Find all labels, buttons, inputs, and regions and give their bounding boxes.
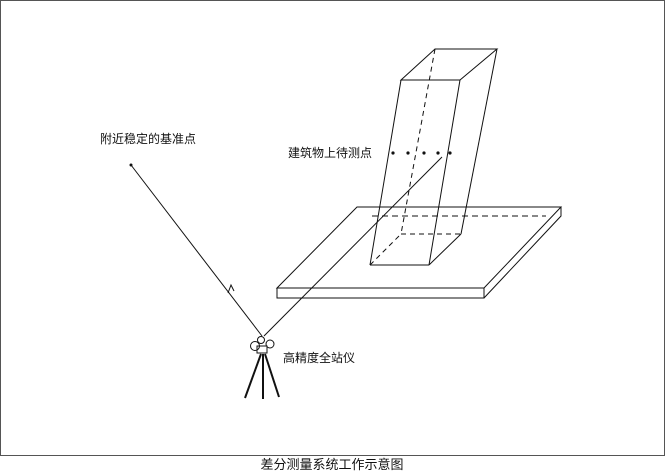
measure-point [391, 151, 395, 155]
measure-point [448, 151, 452, 155]
measure-point [422, 151, 426, 155]
building-measure-points [391, 151, 452, 155]
building-prism [369, 48, 499, 266]
figure-frame [0, 0, 665, 456]
measure-point [406, 151, 410, 155]
base-slab [275, 206, 563, 299]
tripod-icon [244, 353, 280, 399]
sight-line-arrow [227, 283, 235, 294]
sight-line-building [263, 156, 443, 337]
building-points-label: 建筑物上待测点 [288, 145, 372, 160]
instrument-label: 高精度全站仪 [283, 350, 355, 365]
measure-point [436, 151, 440, 155]
figure-caption: 差分测量系统工作示意图 [260, 457, 403, 473]
benchmark-label: 附近稳定的基准点 [100, 131, 196, 146]
benchmark-point [129, 163, 133, 167]
sight-line-benchmark [130, 164, 263, 337]
total-station-icon [250, 336, 275, 354]
